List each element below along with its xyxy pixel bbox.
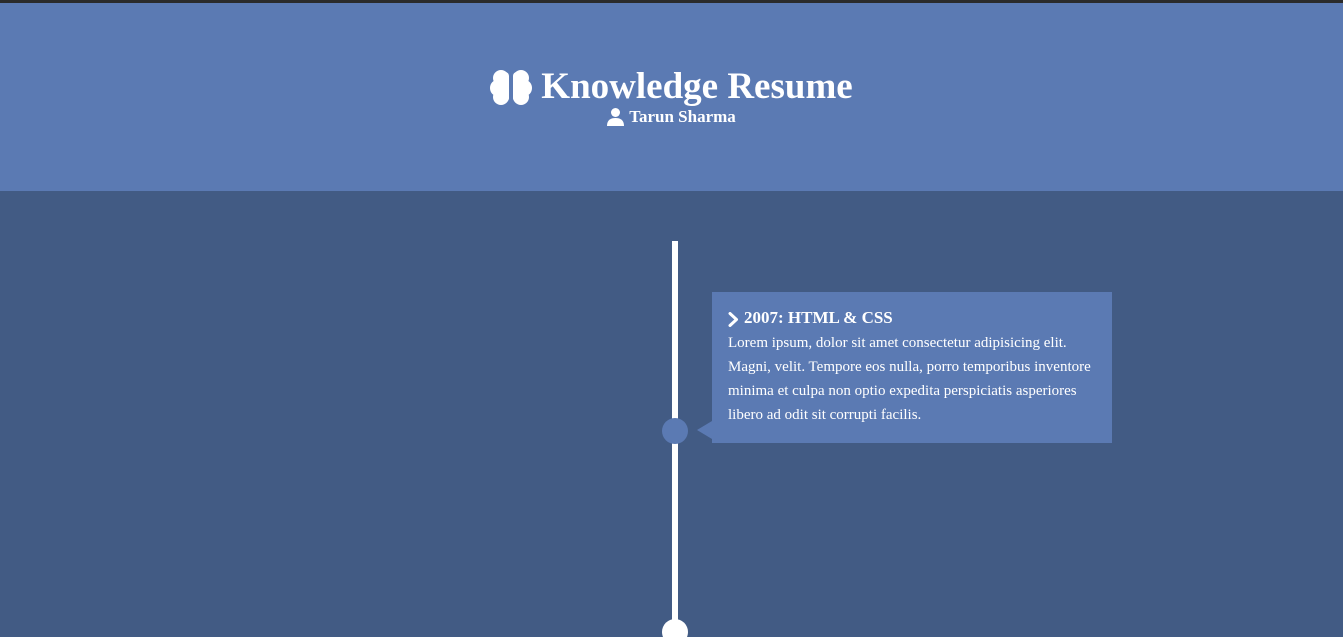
timeline-section: 2007: HTML & CSS Lorem ipsum, dolor sit … <box>0 191 1343 637</box>
author-name: Tarun Sharma <box>629 107 736 126</box>
brain-icon <box>490 68 533 106</box>
timeline-card-title: 2007: HTML & CSS <box>744 308 893 327</box>
user-icon <box>607 108 625 126</box>
page-header: Knowledge Resume Tarun Sharma <box>0 3 1343 191</box>
page-title: Knowledge Resume <box>541 66 853 107</box>
card-pointer <box>697 421 712 439</box>
window-top-border <box>0 0 1343 3</box>
timeline-end-marker <box>662 619 688 637</box>
title-row: Knowledge Resume <box>0 65 1343 109</box>
author-row: Tarun Sharma <box>0 107 1343 127</box>
timeline-card-heading: 2007: HTML & CSS <box>728 307 1098 329</box>
chevron-right-icon <box>728 311 739 327</box>
timeline-card: 2007: HTML & CSS Lorem ipsum, dolor sit … <box>712 292 1112 443</box>
timeline-marker <box>662 418 688 444</box>
timeline-card-text: Lorem ipsum, dolor sit amet consectetur … <box>728 335 1091 423</box>
